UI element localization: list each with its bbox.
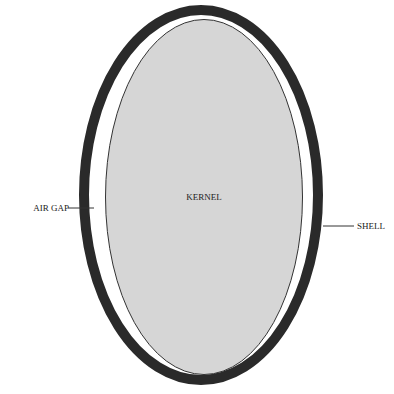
leader-line <box>323 226 354 227</box>
kernel-shape: KERNEL <box>105 19 303 375</box>
leader-line <box>68 208 94 209</box>
part-name: KERNEL <box>186 193 222 202</box>
shell-outline <box>84 10 318 380</box>
part-label: AIR GAP <box>33 204 69 213</box>
kernel-ellipse <box>106 20 303 375</box>
part-label: SHELL <box>357 222 385 231</box>
